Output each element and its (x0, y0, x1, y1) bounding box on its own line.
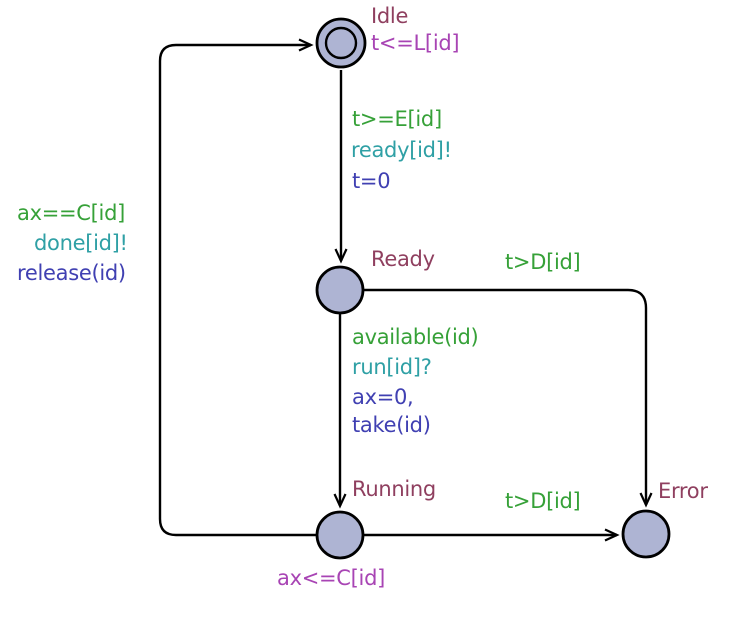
state-ready-name: Ready (371, 247, 435, 271)
state-running-name: Running (352, 477, 436, 501)
state-error-node[interactable] (621, 509, 671, 559)
running-idle-guard: ax==C[id] (17, 201, 126, 225)
ready-error-guard: t>D[id] (505, 250, 581, 274)
transition-ready-to-error[interactable] (364, 288, 653, 508)
ready-running-guard: available(id) (352, 325, 479, 349)
idle-ready-guard: t>=E[id] (352, 107, 442, 131)
initial-state-ring (324, 26, 358, 60)
idle-ready-sync: ready[id]! (351, 138, 452, 162)
transition-running-to-idle[interactable] (158, 38, 316, 537)
ready-running-update-2: take(id) (352, 413, 431, 437)
state-error-name: Error (658, 479, 708, 503)
state-ready-node[interactable] (315, 265, 365, 315)
state-idle-node[interactable] (315, 17, 367, 69)
state-running-invariant: ax<=C[id] (277, 566, 386, 590)
ready-running-update-1: ax=0, (352, 385, 414, 409)
running-idle-update: release(id) (17, 261, 126, 285)
state-running-node[interactable] (315, 510, 365, 560)
state-idle-invariant: t<=L[id] (371, 31, 460, 55)
running-error-guard: t>D[id] (505, 489, 581, 513)
idle-ready-update: t=0 (352, 169, 391, 193)
ready-running-sync: run[id]? (352, 355, 432, 379)
state-idle-name: Idle (371, 4, 409, 28)
running-idle-sync: done[id]! (34, 231, 128, 255)
